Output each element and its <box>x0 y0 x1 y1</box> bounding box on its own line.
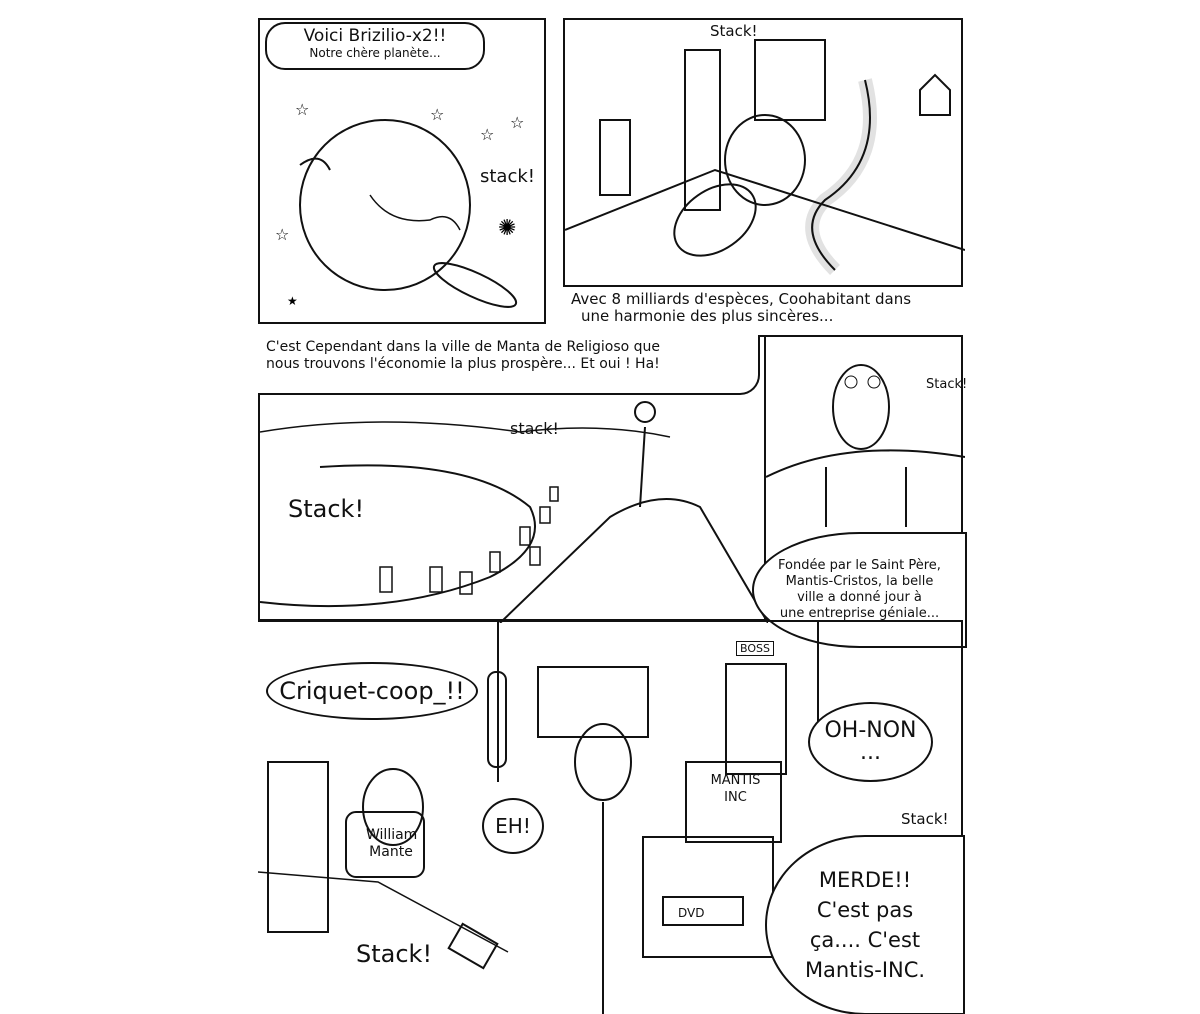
caption-line: Avec 8 milliards d'espèces, Coohabitant … <box>571 290 912 308</box>
speech-line: ça.... C'est <box>809 928 921 952</box>
door-sign: BOSS <box>736 641 774 656</box>
panel-planet: ☆ ☆ ☆ ☆ ☆ ★ ✺ Voici Brizilio-x2!! Notre chè… <box>258 18 546 324</box>
sound-effect: stack! <box>480 166 536 187</box>
caption-line: Notre chère planète... <box>309 46 441 60</box>
speech-line: C'est pas <box>816 898 914 922</box>
caption-line: Voici Brizilio-x2!! <box>303 26 447 46</box>
planet-drawing: ☆ ☆ ☆ ☆ ☆ ★ ✺ <box>275 100 524 308</box>
speech-bubble-criquet: Criquet-coop_!! <box>266 662 478 720</box>
svg-text:☆: ☆ <box>430 105 444 124</box>
tv-screen-label: MANTIS INC <box>703 772 768 806</box>
svg-text:☆: ☆ <box>275 225 289 244</box>
speech-line: Mantis-INC. <box>804 958 926 982</box>
city-insects-drawing <box>565 39 965 275</box>
tv-label-line: INC <box>724 790 747 805</box>
caption-species: Avec 8 milliards d'espèces, Coohabitant … <box>563 285 963 331</box>
speech-bubble-oh-non: OH-NON ... <box>808 702 933 782</box>
sound-effect: Stack! <box>710 22 758 40</box>
svg-text:★: ★ <box>287 294 298 308</box>
city-bay-drawing <box>260 401 768 623</box>
mantis-closeup-drawing <box>766 364 965 527</box>
svg-text:☆: ☆ <box>295 100 309 119</box>
svg-text:☆: ☆ <box>480 125 494 144</box>
svg-text:☆: ☆ <box>510 113 524 132</box>
panel-city-bay: C'est Cependant dans la ville de Manta d… <box>258 335 768 623</box>
svg-text:✺: ✺ <box>498 216 516 241</box>
can-label-line: Mante <box>369 844 413 860</box>
dvd-player-label: DVD <box>678 906 705 920</box>
caption-intro: Voici Brizilio-x2!! Notre chère planète.… <box>265 22 485 70</box>
sound-effect: Stack! <box>901 810 949 828</box>
panel-mantis-closeup: Stack! <box>764 335 967 621</box>
office-drawing <box>258 622 819 1014</box>
caption-economy: C'est Cependant dans la ville de Manta d… <box>258 335 760 395</box>
panel-office: BOSS William Mante MANTIS INC DVD Stack!… <box>258 620 963 1014</box>
speech-line: Fondée par le Saint Père, <box>778 558 941 573</box>
speech-line: ville a donné jour à <box>797 590 922 605</box>
sound-effect: Stack! <box>356 940 433 968</box>
speech-line: ... <box>860 740 881 765</box>
can-label-line: William <box>366 827 418 843</box>
speech-text: Criquet-coop_!! <box>279 677 465 705</box>
tv-label-line: MANTIS <box>710 773 761 788</box>
caption-line: une harmonie des plus sincères... <box>581 307 834 325</box>
speech-line: MERDE!! <box>818 868 912 892</box>
speech-line: OH-NON <box>824 718 917 743</box>
caption-line: nous trouvons l'économie la plus prospèr… <box>266 356 660 372</box>
can-label: William Mante <box>366 827 418 861</box>
speech-line: une entreprise géniale... <box>779 606 940 621</box>
sound-effect: Stack! <box>926 377 968 392</box>
caption-line: C'est Cependant dans la ville de Manta d… <box>266 339 660 355</box>
speech-bubble-founder: Fondée par le Saint Père, Mantis-Cristos… <box>752 532 967 648</box>
panel-city-insects: Stack! Avec 8 milliards d'espèces, Cooha… <box>563 18 965 331</box>
speech-text: EH! <box>495 814 531 838</box>
speech-bubble-eh: EH! <box>482 798 544 854</box>
sound-effect: Stack! <box>288 495 365 523</box>
speech-bubble-merde: MERDE!! C'est pas ça.... C'est Mantis-IN… <box>765 835 965 1014</box>
sound-effect: stack! <box>510 419 559 438</box>
speech-line: Mantis-Cristos, la belle <box>785 574 934 589</box>
